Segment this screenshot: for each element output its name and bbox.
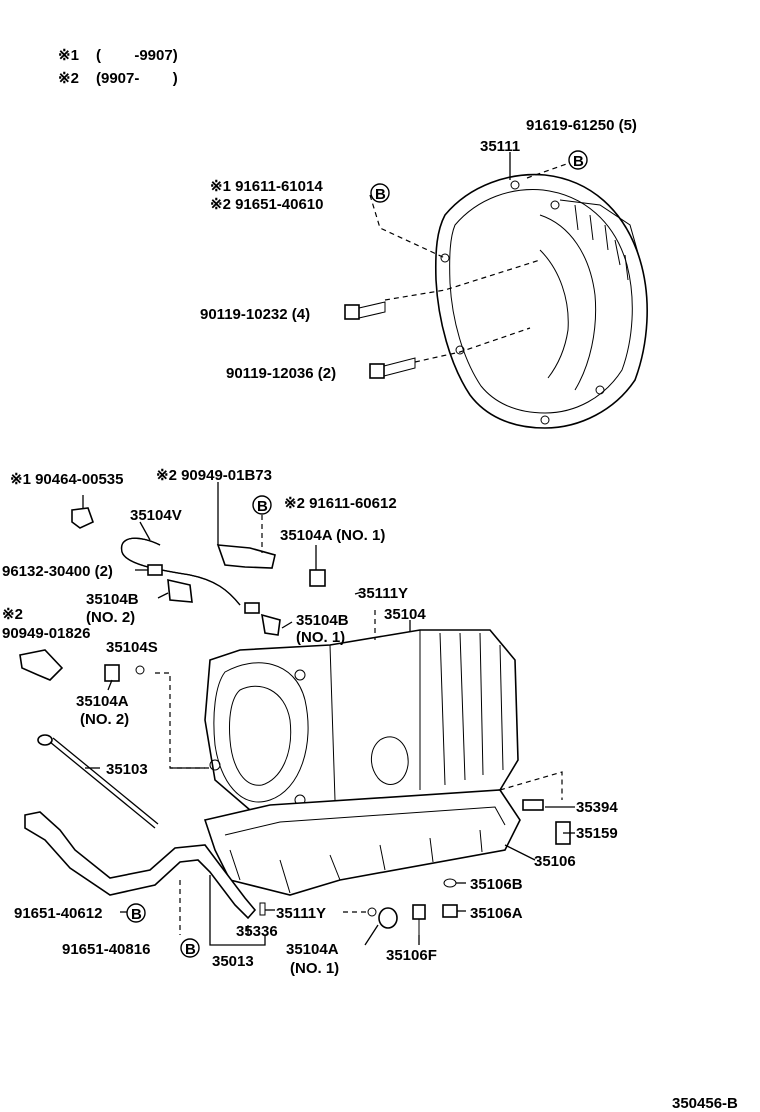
label-35106B: 35106B	[470, 876, 523, 893]
label-35394: 35394	[576, 799, 618, 816]
circle-mark-b-4: B	[126, 903, 146, 923]
gasket-35106B-drawing	[443, 878, 457, 888]
label-35104: 35104	[384, 606, 426, 623]
label-35104A-no1-bottom-sub: (NO. 1)	[290, 960, 339, 977]
label-35111Y-top: 35111Y	[358, 585, 408, 602]
label-35104A-no1-bottom: 35104A	[286, 941, 339, 958]
label-35104B-no1-sub: (NO. 1)	[296, 629, 345, 646]
plug-35106A-drawing	[442, 904, 458, 918]
label-90119-12036: 90119-12036 (2)	[226, 365, 336, 382]
label-90119-10232: 90119-10232 (4)	[200, 306, 310, 323]
label-35104S: 35104S	[106, 639, 158, 656]
label-91611-61014: ※1 91611-61014	[210, 178, 323, 195]
breather-hose-drawing	[121, 537, 260, 614]
label-35013: 35013	[212, 953, 254, 970]
plug-35104A-no1-bottom-drawing	[378, 907, 398, 929]
legend-mark-1: ※1	[58, 47, 79, 64]
circle-mark-b-1: B	[568, 150, 588, 170]
diagram-id: 350456-B	[672, 1095, 738, 1112]
oring-35111Y-bottom-drawing	[367, 907, 377, 917]
label-35104A-no2-sub: (NO. 2)	[80, 711, 129, 728]
svg-text:B: B	[375, 186, 386, 203]
label-35104B-no1: 35104B	[296, 612, 349, 629]
svg-text:B: B	[131, 906, 142, 923]
label-35106F: 35106F	[386, 947, 437, 964]
bracket-35104B-no2-drawing	[167, 578, 193, 603]
label-91651-40816: 91651-40816	[62, 941, 150, 958]
svg-text:B: B	[573, 153, 584, 170]
gasket-35394-drawing	[522, 799, 544, 811]
oring-35336-drawing	[259, 902, 266, 916]
transmission-housing-drawing	[434, 173, 648, 429]
legend-mark-2: ※2	[58, 70, 79, 87]
label-35106: 35106	[534, 853, 576, 870]
bolt-90119-12036-drawing	[369, 357, 416, 379]
label-91651-40612: 91651-40612	[14, 905, 102, 922]
label-35106A: 35106A	[470, 905, 523, 922]
fitting-35104B-no1-drawing	[261, 613, 281, 636]
label-35103: 35103	[106, 761, 148, 778]
drain-plug-35106F-drawing	[412, 904, 426, 935]
sensor-drawing	[216, 544, 276, 569]
label-90464-00535: ※1 90464-00535	[10, 471, 124, 488]
label-35336: 35336	[236, 923, 278, 940]
label-91651-40610: ※2 91651-40610	[210, 196, 324, 213]
oring-35104S-drawing	[135, 665, 145, 675]
label-35104B-no2: 35104B	[86, 591, 139, 608]
circle-mark-b-3: B	[252, 495, 272, 515]
clamp-90949-01826-drawing	[19, 649, 64, 681]
bolt-90119-10232-drawing	[344, 301, 386, 320]
circle-mark-b-5: B	[180, 938, 200, 958]
label-91619-61250: 91619-61250 (5)	[526, 117, 637, 134]
label-91611-60612: ※2 91611-60612	[284, 495, 397, 512]
label-35111: 35111	[480, 138, 520, 155]
circle-mark-b-2: B	[370, 183, 390, 203]
label-35104V: 35104V	[130, 507, 182, 524]
label-96132-30400: 96132-30400 (2)	[2, 563, 113, 580]
plug-35104A-no2-drawing	[104, 664, 120, 682]
clip-90464-00535-drawing	[71, 507, 94, 529]
oil-pan-drawing	[203, 789, 521, 896]
label-90949-01826: 90949-01826	[2, 625, 90, 642]
legend-range-1: ( -9907)	[96, 47, 178, 64]
svg-text:B: B	[257, 498, 268, 515]
label-35104A-no2: 35104A	[76, 693, 129, 710]
label-35104B-no2-sub: (NO. 2)	[86, 609, 135, 626]
legend-range-2: (9907- )	[96, 70, 178, 87]
label-35111Y-bottom: 35111Y	[276, 905, 326, 922]
label-35104A-no1-top: 35104A (NO. 1)	[280, 527, 385, 544]
plug-35104A-no1-top-drawing	[309, 569, 326, 587]
filler-tube-drawing	[24, 811, 257, 920]
dipstick-drawing	[37, 734, 159, 829]
label-90949-01826-mark: ※2	[2, 606, 23, 623]
label-90949-01B73: ※2 90949-01B73	[156, 467, 272, 484]
svg-text:B: B	[185, 941, 196, 958]
label-35159: 35159	[576, 825, 618, 842]
